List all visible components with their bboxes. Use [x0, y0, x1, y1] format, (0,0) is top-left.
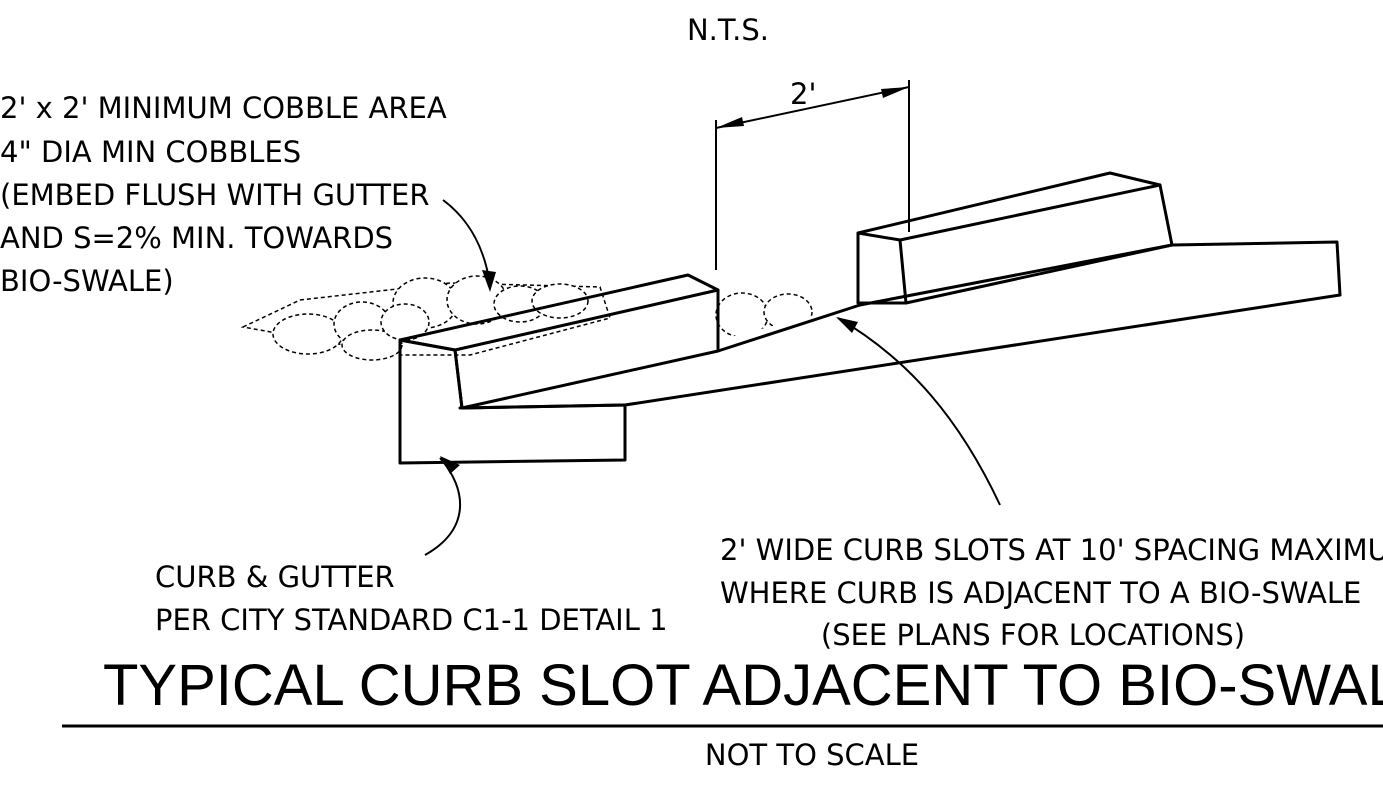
slot-note-line: (SEE PLANS FOR LOCATIONS): [821, 618, 1245, 652]
slot-gutter-edge: [716, 303, 862, 353]
cobble-note-line: 2' x 2' MINIMUM COBBLE AREA: [0, 91, 447, 125]
right-curb-face: [856, 231, 908, 305]
dimension-line: [715, 86, 910, 129]
drawing-title: TYPICAL CURB SLOT ADJACENT TO BIO-SWALE: [103, 653, 1383, 718]
cobble-note-line: 4" DIA MIN COBBLES: [0, 135, 301, 169]
drawing-subtitle: NOT TO SCALE: [705, 738, 919, 772]
slot-callout: 2' WIDE CURB SLOTS AT 10' SPACING MAXIMU…: [720, 533, 1383, 652]
curb-leader: [424, 457, 461, 556]
dimension-label: 2': [790, 77, 816, 111]
cobble-callout: 2' x 2' MINIMUM COBBLE AREA 4" DIA MIN C…: [0, 91, 447, 298]
cobble-note-line: BIO-SWALE): [0, 264, 174, 298]
curb-gutter: [398, 171, 1343, 465]
curb-note-line: PER CITY STANDARD C1-1 DETAIL 1: [155, 603, 668, 637]
cobble-note-line: (EMBED FLUSH WITH GUTTER: [0, 178, 430, 212]
cobble-leader-arrow: [482, 270, 496, 292]
slot-note-line: WHERE CURB IS ADJACENT TO A BIO-SWALE: [720, 576, 1361, 610]
curb-leader-arrow: [440, 456, 460, 474]
right-curb-segment: [856, 171, 1174, 305]
slot-leader: [837, 317, 1001, 506]
cobble: [272, 313, 344, 355]
cobble: [531, 283, 589, 319]
left-curb-top-edge: [453, 288, 720, 352]
dimension-arrow-left: [716, 117, 744, 128]
gutter-end-face: [1170, 240, 1342, 297]
scale-note: N.T.S.: [687, 13, 769, 47]
cobble: [341, 329, 403, 361]
curb-note-line: CURB & GUTTER: [155, 560, 395, 594]
curb-gutter-callout: CURB & GUTTER PER CITY STANDARD C1-1 DET…: [155, 560, 668, 637]
right-curb-top-edge: [898, 183, 1162, 242]
dimension-arrow-right: [881, 87, 909, 98]
slot-leader-arrow: [836, 317, 858, 333]
slot-width-dimension: 2': [715, 77, 910, 270]
cobble-note-line: AND S=2% MIN. TOWARDS: [0, 221, 393, 255]
cobble-area: [240, 275, 813, 361]
cobble: [380, 303, 430, 341]
slot-note-line: 2' WIDE CURB SLOTS AT 10' SPACING MAXIMU…: [720, 533, 1383, 567]
